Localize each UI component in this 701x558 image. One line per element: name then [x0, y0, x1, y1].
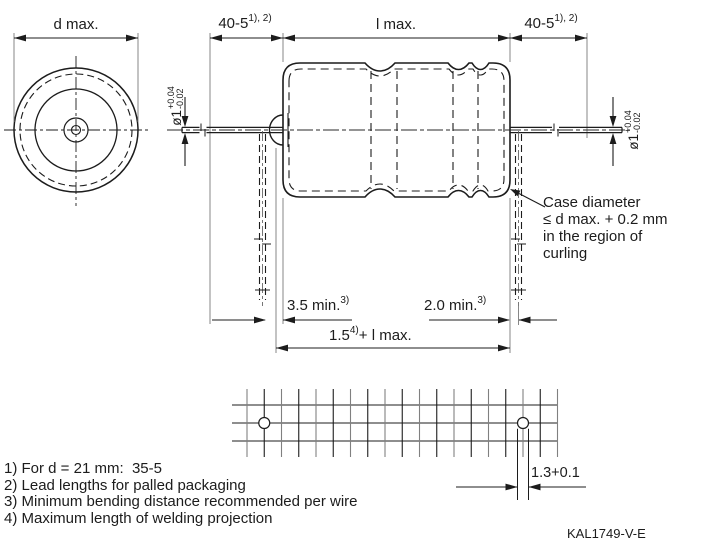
tape-hole-dimension-label: 1.3+0.1 — [531, 465, 580, 481]
bend-right-footnote-ref: 3) — [477, 295, 487, 306]
bend-left-footnote-ref: 3) — [340, 295, 350, 306]
total-length-suffix: + l max. — [358, 327, 412, 344]
lead-diameter-dim-right — [609, 97, 617, 166]
front-view-dimension-d-max — [13, 33, 139, 122]
footnote-4: 4) Maximum length of welding projection — [4, 509, 273, 527]
tape-ticks — [246, 389, 559, 457]
lead-length-right-footnote-ref: 1), 2) — [554, 13, 578, 24]
footnote-3: 3) Minimum bending distance recommended … — [4, 493, 358, 510]
lead-diameter-label-left: ø1+0.04-0.02 — [164, 71, 188, 141]
weld-projection — [268, 114, 284, 146]
tape-hole-right — [516, 416, 530, 430]
footnotes: 1) For d = 21 mm: 35-5 2) Lead lengths f… — [4, 460, 358, 527]
total-length-value: 1.5 — [329, 327, 350, 344]
tape-hole-dimension — [456, 428, 586, 500]
diameter-tol-minus: -0.02 — [175, 88, 185, 110]
lead-length-left-dimension-label: 40-51), 2) — [203, 13, 287, 33]
case-note-line: in the region of — [543, 228, 643, 245]
front-view — [4, 56, 149, 206]
case-note-line: curling — [543, 245, 588, 262]
lead-length-left-footnote-ref: 1), 2) — [248, 13, 272, 24]
diameter-value: ø1 — [625, 134, 641, 150]
lead-length-left-value: 40-5 — [218, 15, 249, 32]
body-length-dimension-label: l max. — [375, 16, 416, 33]
lead-diameter-label-right: ø1+0.04-0.02 — [621, 95, 645, 165]
lead-length-right-dimension-label: 40-51), 2) — [506, 13, 596, 33]
bend-left-value: 3.5 min. — [287, 297, 341, 314]
tape-hole-left — [258, 416, 271, 430]
total-length-footnote-ref: 4) — [349, 325, 359, 336]
side-view — [167, 33, 630, 353]
bent-lead-right — [511, 131, 526, 306]
footnote-1: 1) For d = 21 mm: 35-5 — [4, 460, 162, 477]
bottom-dimensions — [212, 148, 557, 353]
case-note-line: ≤ d max. + 0.2 mm — [543, 211, 668, 228]
bend-distance-left-label: 3.5 min.3) — [287, 295, 350, 315]
d-max-dimension-label: d max. — [53, 16, 99, 33]
footnote-2: 2) Lead lengths for palled packaging — [4, 476, 246, 494]
case-note-line: Case diameter — [543, 194, 641, 211]
tape-view — [232, 389, 586, 500]
drawing-code: KAL1749-V-E — [567, 526, 646, 541]
bent-lead-left — [254, 131, 271, 306]
lead-diameter-dim-left — [181, 97, 189, 166]
lead-length-right-value: 40-5 — [524, 15, 555, 32]
right-lead — [510, 123, 623, 137]
top-dimension-chain — [209, 33, 588, 324]
case-diameter-note: Case diameter ≤ d max. + 0.2 mm in the r… — [543, 194, 701, 262]
bend-right-value: 2.0 min. — [424, 297, 478, 314]
bend-distance-right-label: 2.0 min.3) — [424, 295, 487, 315]
case-note-leader — [510, 189, 546, 208]
diameter-tol-minus: -0.02 — [632, 112, 642, 134]
left-lead — [181, 123, 283, 137]
diameter-value: ø1 — [168, 110, 184, 126]
total-length-label: 1.54)+ l max. — [329, 325, 412, 345]
